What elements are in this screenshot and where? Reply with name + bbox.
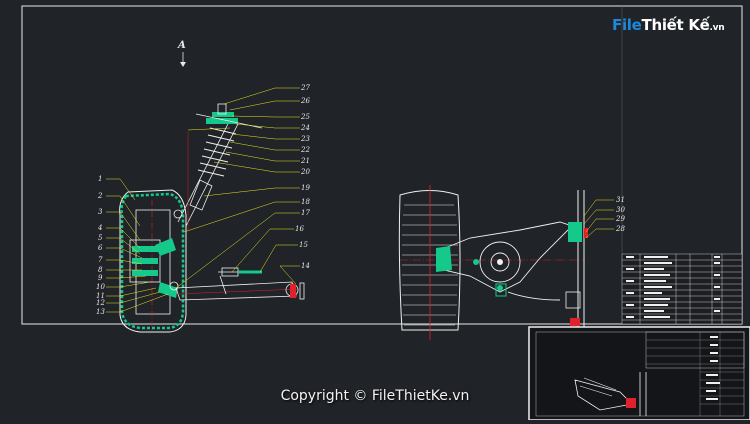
- part-number-6: 6: [98, 244, 103, 252]
- preview-inset: [528, 326, 750, 421]
- part-number-31: 31: [616, 196, 625, 204]
- part-number-21: 21: [300, 157, 310, 165]
- part-number-2: 2: [97, 192, 103, 200]
- part-number-27: 27: [300, 84, 310, 92]
- part-number-15: 15: [299, 241, 308, 249]
- logo-prefix: File: [612, 16, 642, 34]
- logo-tld: .vn: [709, 23, 725, 33]
- part-number-14: 14: [301, 262, 310, 270]
- view-label: A: [177, 40, 186, 51]
- part-number-17: 17: [301, 209, 310, 217]
- part-number-5: 5: [98, 234, 103, 242]
- part-number-1: 1: [98, 175, 102, 183]
- part-number-3: 3: [98, 208, 103, 216]
- part-number-20: 20: [300, 168, 310, 176]
- copyright-watermark: Copyright © FileThietKe.vn: [280, 388, 470, 404]
- part-number-16: 16: [295, 225, 304, 233]
- part-numbers-left: 1 2 3 4 5 6 7 8 9 10 11 12 13: [96, 175, 105, 316]
- part-number-18: 18: [301, 198, 310, 206]
- part-numbers-right: 14 15 16 17 18 19 20 21 22 23 24 25 26 2…: [295, 84, 310, 270]
- parts-list-table: [621, 253, 743, 325]
- leader-lines-left: [106, 178, 169, 313]
- wheel-side-view: [398, 185, 588, 340]
- part-number-7: 7: [98, 256, 103, 264]
- wheel-assembly-left: [119, 189, 187, 333]
- strut-assembly: [177, 103, 263, 230]
- part-number-25: 25: [300, 113, 310, 121]
- part-number-29: 29: [615, 215, 625, 223]
- part-number-11: 11: [96, 292, 105, 300]
- logo-suffix: Thiết Kế: [641, 16, 710, 34]
- part-number-23: 23: [300, 135, 310, 143]
- lower-arm-assembly: [175, 267, 305, 301]
- part-number-19: 19: [301, 184, 310, 192]
- part-number-13: 13: [96, 308, 105, 316]
- part-number-12: 12: [96, 299, 105, 307]
- view-arrow-head: [180, 62, 186, 67]
- part-number-4: 4: [97, 224, 102, 232]
- parts-list-table-entries: [626, 256, 720, 318]
- part-number-8: 8: [98, 266, 103, 274]
- part-number-30: 30: [616, 206, 625, 214]
- part-number-24: 24: [300, 124, 310, 132]
- part-number-10: 10: [96, 283, 105, 291]
- drawing-frame: [21, 5, 743, 325]
- leader-lines-side: [583, 199, 614, 239]
- part-number-28: 28: [615, 225, 625, 233]
- part-number-26: 26: [300, 97, 310, 105]
- part-numbers-side: 31 30 29 28: [615, 196, 625, 233]
- leader-lines-right: [175, 87, 300, 289]
- part-number-9: 9: [98, 274, 103, 282]
- part-number-22: 22: [300, 146, 310, 154]
